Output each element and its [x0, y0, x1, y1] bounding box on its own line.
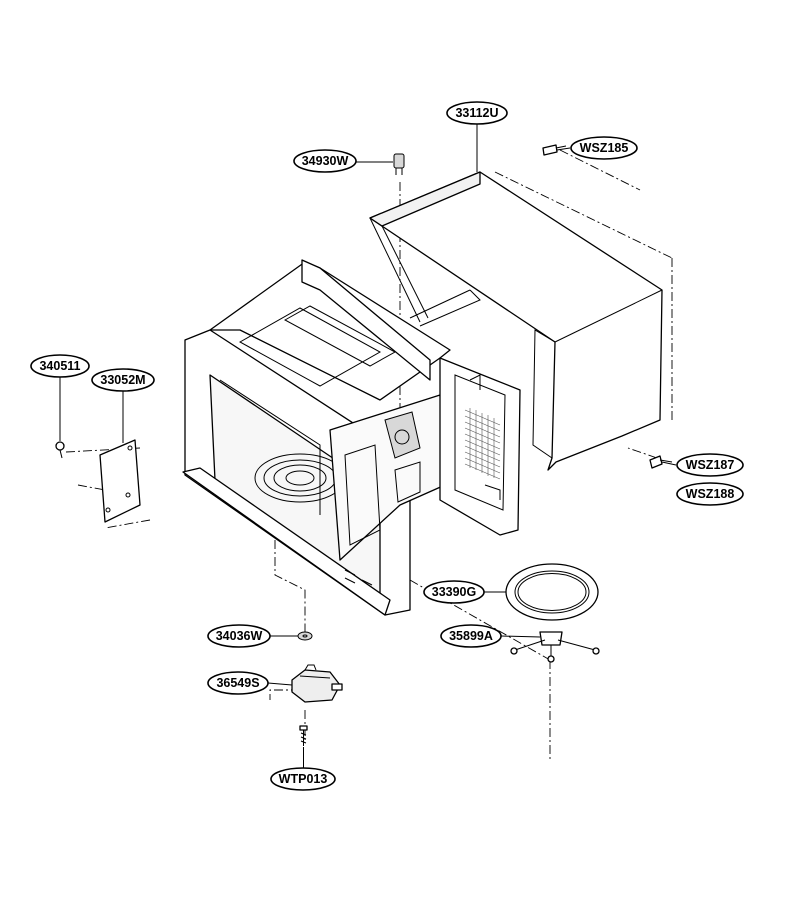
callout-text: WSZ185 — [580, 141, 629, 155]
callout-33052M: 33052M — [91, 368, 155, 392]
callout-text: 34930W — [302, 154, 349, 168]
callout-34930W: 34930W — [293, 149, 357, 173]
callout-35899A: 35899A — [440, 624, 502, 648]
callout-text: 33052M — [100, 373, 145, 387]
callout-WSZ188: WSZ188 — [676, 482, 744, 506]
part-34036W-coupler — [297, 631, 313, 641]
outer-cabinet — [369, 171, 663, 471]
callout-33112U: 33112U — [446, 101, 508, 125]
oven-cavity-chassis — [182, 259, 521, 616]
vent-grill — [464, 408, 501, 480]
callout-WSZ187: WSZ187 — [676, 453, 744, 477]
part-33052M-cover-plate — [99, 439, 141, 523]
callout-WSZ185: WSZ185 — [570, 136, 638, 160]
callout-text: WSZ188 — [686, 487, 735, 501]
part-34930W-switch — [393, 153, 405, 175]
callout-text: 33390G — [432, 585, 476, 599]
callout-34036W: 34036W — [207, 624, 271, 648]
part-36549S-motor — [291, 664, 343, 703]
part-33390G-glass-tray — [505, 563, 599, 621]
callout-33390G: 33390G — [423, 580, 485, 604]
part-WSZ185-screw — [542, 144, 567, 156]
part-35899A-roller-ring — [510, 631, 600, 663]
callout-WTP013: WTP013 — [270, 767, 336, 791]
callout-text: 34036W — [216, 629, 263, 643]
part-WTP013-screw — [299, 725, 308, 746]
callout-text: WTP013 — [279, 772, 328, 786]
callout-text: 340511 — [39, 359, 80, 373]
callout-text: 36549S — [216, 676, 259, 690]
part-WSZ187-screw — [649, 455, 673, 469]
part-340511-screw — [55, 441, 65, 459]
callout-text: 35899A — [449, 629, 493, 643]
callout-text: 33112U — [455, 106, 498, 120]
callout-text: WSZ187 — [686, 458, 735, 472]
leader-lines — [59, 123, 677, 768]
callout-36549S: 36549S — [207, 671, 269, 695]
callout-340511: 340511 — [30, 354, 90, 378]
